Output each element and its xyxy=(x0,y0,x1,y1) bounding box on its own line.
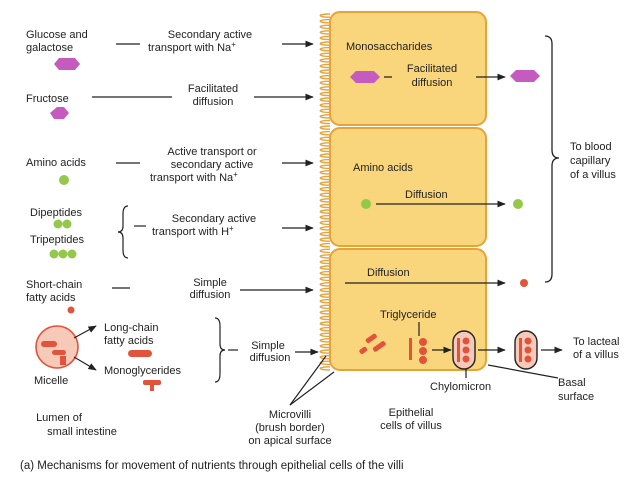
figure-caption: (a) Mechanisms for movement of nutrients… xyxy=(20,460,404,472)
cell-title-monosaccharides: Monosaccharides xyxy=(346,41,433,53)
label-lumen-line1: Lumen of xyxy=(36,412,83,424)
chylomicron-label: Chylomicron xyxy=(430,381,491,393)
blood-line2: capillary xyxy=(570,155,611,167)
tripeptide-icon xyxy=(49,249,77,259)
mech-peptides-line2: transport with H+ xyxy=(152,224,234,238)
monosaccharide-out-icon xyxy=(510,70,540,82)
arrow-micelle-mono xyxy=(73,356,97,371)
micelle-icon xyxy=(35,325,79,369)
cell-amino-acids xyxy=(329,127,487,247)
dipeptide-icon xyxy=(53,219,72,229)
amino-in-cell-icon xyxy=(361,199,371,209)
chylomicron-out-icon xyxy=(514,330,538,370)
mech-glucose-line2: transport with Na+ xyxy=(148,40,236,54)
triglyceride-icon xyxy=(409,338,427,364)
scfa-process: Diffusion xyxy=(367,267,410,279)
epithelial-line1: Epithelial xyxy=(389,407,434,419)
label-lcfa-line1: Long-chain xyxy=(104,322,158,334)
microvilli-line1: Microvilli xyxy=(269,409,311,421)
amino-acid-icon xyxy=(59,175,69,185)
arrow-micelle-lcfa xyxy=(73,325,97,339)
label-glucose-line2: galactose xyxy=(26,42,73,54)
bottom-labels: Microvilli (brush border) on apical surf… xyxy=(20,355,442,472)
label-dipeptides: Dipeptides xyxy=(30,207,82,219)
epithelial-cells xyxy=(319,11,487,371)
label-fructose: Fructose xyxy=(26,93,69,105)
label-amino-acids: Amino acids xyxy=(26,157,86,169)
blood-line1: To blood xyxy=(570,141,612,153)
peptides-brace xyxy=(117,205,129,259)
epithelial-line2: cells of villus xyxy=(380,420,442,432)
cell-title-amino: Amino acids xyxy=(353,162,413,174)
left-substrates: Glucose and galactose Fructose Amino aci… xyxy=(26,29,226,438)
lipid-brace xyxy=(214,317,226,383)
mech-peptides-line1: Secondary active xyxy=(172,213,256,225)
label-scfa-line2: fatty acids xyxy=(26,292,76,304)
cell-contents: Monosaccharides Facilitated diffusion Am… xyxy=(345,41,563,393)
microvilli-pointer-2 xyxy=(289,371,335,406)
label-glucose-line1: Glucose and xyxy=(26,29,88,41)
mech-amino-line3: transport with Na+ xyxy=(150,170,238,184)
mech-scfa-line2: diffusion xyxy=(190,289,231,301)
amino-out-icon xyxy=(513,199,523,209)
mech-fructose-bg xyxy=(172,81,254,109)
fatty-acid-monoglyceride-icon xyxy=(359,333,386,354)
monosaccharide-in-cell-icon xyxy=(350,71,380,83)
mech-lipid-line2: diffusion xyxy=(250,352,291,364)
mono-process-line1: Facilitated xyxy=(407,63,457,75)
mech-scfa-line1: Simple xyxy=(193,277,227,289)
basal-pointer xyxy=(487,364,559,379)
basal-line2: surface xyxy=(558,391,594,403)
mech-glucose-line1: Secondary active xyxy=(168,29,252,41)
fructose-pentagon-icon xyxy=(50,107,69,119)
mono-process-bg xyxy=(392,60,476,90)
scfa-out-icon xyxy=(520,279,528,287)
monoglyceride-icon xyxy=(143,380,161,391)
label-lcfa-line2: fatty acids xyxy=(104,335,154,347)
triglyceride-label: Triglyceride xyxy=(380,309,436,321)
right-labels: To blood capillary of a villus To lactea… xyxy=(487,35,619,403)
mono-process-line2: diffusion xyxy=(412,77,453,89)
mech-fructose-line1: Facilitated xyxy=(188,83,238,95)
lcfa-icon xyxy=(128,350,152,357)
lacteal-line2: of a villus xyxy=(573,349,619,361)
amino-process: Diffusion xyxy=(405,189,448,201)
microvilli-brush-border xyxy=(319,13,331,371)
label-tripeptides: Tripeptides xyxy=(30,234,85,246)
lacteal-line1: To lacteal xyxy=(573,336,619,348)
scfa-icon xyxy=(67,306,75,314)
label-monoglycerides: Monoglycerides xyxy=(104,365,182,377)
label-scfa-line1: Short-chain xyxy=(26,279,82,291)
transport-mechanisms: Secondary active transport with Na+ Faci… xyxy=(92,29,319,364)
mech-amino-line1: Active transport or xyxy=(167,146,257,158)
microvilli-line2: (brush border) xyxy=(255,422,325,434)
mech-amino-line2: secondary active xyxy=(171,159,254,171)
mech-fructose-line2: diffusion xyxy=(193,96,234,108)
microvilli-pointer-1 xyxy=(289,355,327,406)
basal-line1: Basal xyxy=(558,377,586,389)
blood-line3: of a villus xyxy=(570,169,616,181)
label-micelle: Micelle xyxy=(34,375,68,387)
blood-brace xyxy=(544,35,560,283)
chylomicron-icon xyxy=(452,330,476,370)
galactose-hexagon-icon xyxy=(54,58,80,70)
mech-lipid-line1: Simple xyxy=(251,340,285,352)
microvilli-line3: on apical surface xyxy=(248,435,331,447)
label-lumen-line2: small intestine xyxy=(47,426,117,438)
